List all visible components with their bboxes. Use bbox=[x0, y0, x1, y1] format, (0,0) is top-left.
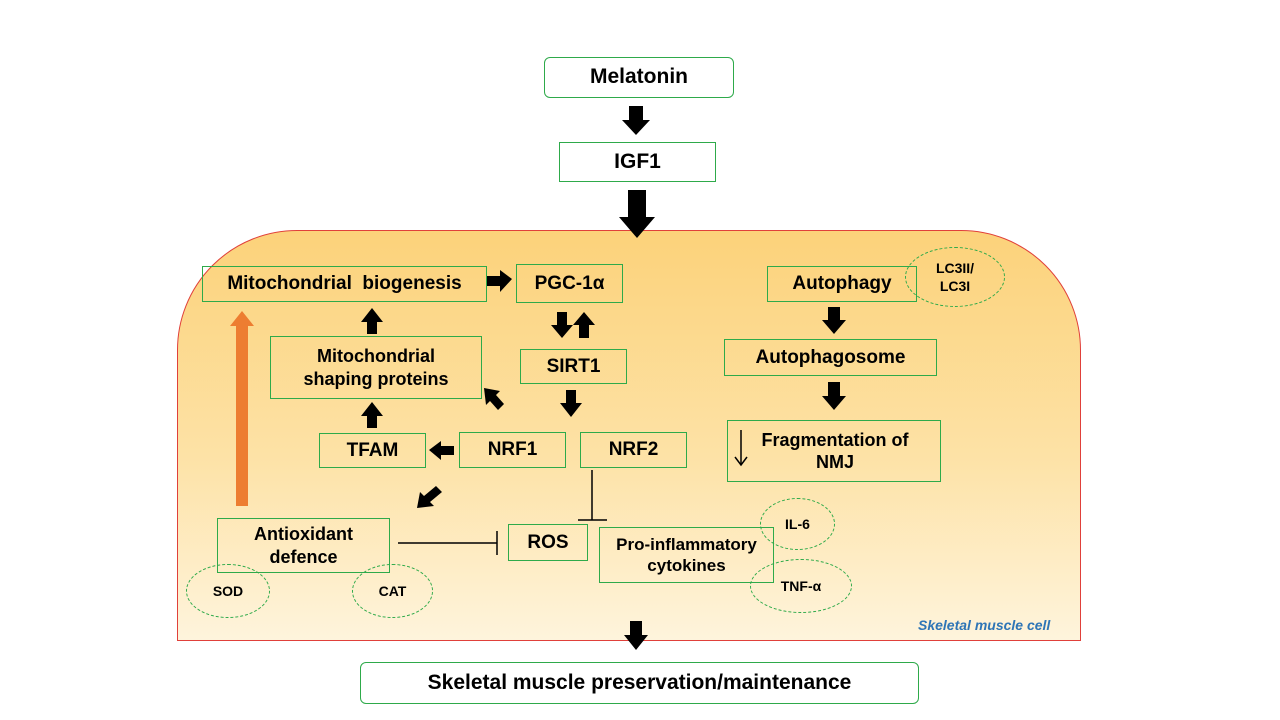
antioxidant-defence-node: Antioxidant defence bbox=[217, 518, 390, 573]
mitochondrial-biogenesis-node: Mitochondrial biogenesis bbox=[202, 266, 487, 302]
autophagosome-node: Autophagosome bbox=[724, 339, 937, 376]
nrf1-node: NRF1 bbox=[459, 432, 566, 468]
arrow-tfam-to-shaping bbox=[361, 402, 383, 428]
igf1-node: IGF1 bbox=[559, 142, 716, 182]
arrow-nrf1-to-antioxidant bbox=[417, 486, 442, 508]
arrow-igf1-to-cell bbox=[619, 190, 655, 238]
cell-label: Skeletal muscle cell bbox=[918, 617, 1051, 633]
fragmentation-of-nmj-node: Fragmentation of NMJ bbox=[727, 420, 941, 482]
arrow-shaping-to-biogenesis bbox=[361, 308, 383, 334]
decrease-arrow-head bbox=[734, 456, 748, 467]
outcome-node: Skeletal muscle preservation/maintenance bbox=[360, 662, 919, 704]
il6-marker: IL-6 bbox=[760, 498, 835, 550]
cat-marker: CAT bbox=[352, 564, 433, 618]
arrow-sirt1-to-pgc1a bbox=[573, 312, 595, 338]
arrow-melatonin-to-igf1 bbox=[622, 106, 650, 135]
arrow-sirt1-to-nrf bbox=[560, 390, 582, 417]
arrow-pgc1a-to-sirt1 bbox=[551, 312, 573, 338]
nrf2-node: NRF2 bbox=[580, 432, 687, 468]
arrow-nrf1-to-tfam bbox=[429, 441, 454, 460]
ros-node: ROS bbox=[508, 524, 588, 561]
tfam-node: TFAM bbox=[319, 433, 426, 468]
arrow-autophagosome-to-fragmentation bbox=[822, 382, 846, 410]
melatonin-node: Melatonin bbox=[544, 57, 734, 98]
sirt1-node: SIRT1 bbox=[520, 349, 627, 384]
arrow-nrf1-to-shaping bbox=[484, 388, 504, 410]
lc3-marker: LC3II/ LC3I bbox=[905, 247, 1005, 307]
arrow-cell-to-outcome bbox=[624, 621, 648, 650]
pro-inflammatory-cytokines-node: Pro-inflammatory cytokines bbox=[599, 527, 774, 583]
arrow-autophagy-to-autophagosome bbox=[822, 307, 846, 334]
tnfa-marker: TNF-α bbox=[750, 559, 852, 613]
arrow-antioxidant-to-biogenesis bbox=[230, 311, 254, 506]
pgc1a-node: PGC-1α bbox=[516, 264, 623, 303]
arrow-pgc1a-to-biogenesis bbox=[487, 270, 512, 292]
sod-marker: SOD bbox=[186, 564, 270, 618]
mitochondrial-shaping-proteins-node: Mitochondrial shaping proteins bbox=[270, 336, 482, 399]
